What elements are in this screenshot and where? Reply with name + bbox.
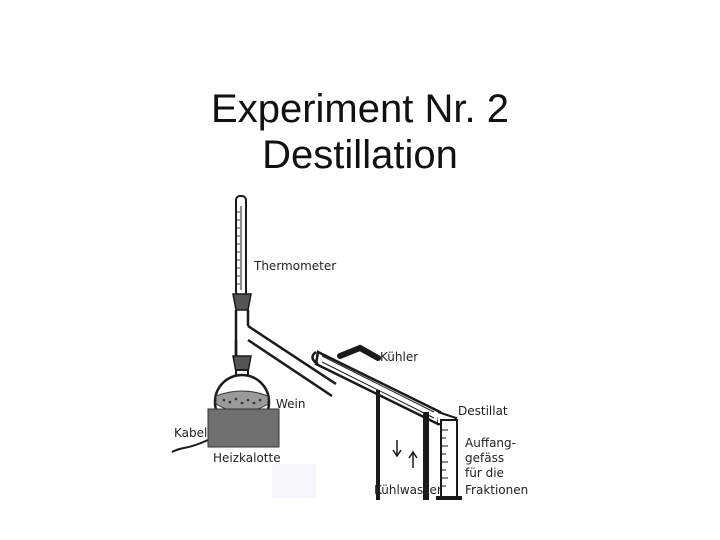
label-heating-mantle: Heizkalotte — [213, 451, 281, 465]
heating-mantle — [207, 408, 280, 448]
label-condenser: Kühler — [380, 350, 418, 364]
label-collector-line-2: gefäss — [465, 451, 504, 465]
cooling-water-hoses — [376, 390, 429, 500]
label-collector-line-4: Fraktionen — [465, 483, 528, 497]
title-line-1: Experiment Nr. 2 — [211, 87, 509, 131]
blank-square — [272, 464, 316, 498]
label-wine: Wein — [276, 397, 305, 411]
label-cable: Kabel — [174, 426, 207, 440]
slide-title: Experiment Nr. 2 Destillation — [0, 86, 720, 178]
collection-cylinder — [436, 419, 462, 500]
label-distillate: Destillat — [458, 404, 508, 418]
label-cooling-water: Kühlwasser — [374, 483, 442, 497]
label-thermometer: Thermometer — [253, 259, 336, 273]
distillation-head — [234, 310, 337, 398]
cable — [171, 439, 209, 453]
condenser — [311, 344, 458, 426]
label-collector-line-3: für die — [465, 466, 504, 480]
stopper-top — [232, 293, 252, 311]
title-line-2: Destillation — [262, 133, 458, 177]
label-collector-line-1: Auffang- — [465, 436, 516, 450]
thermometer — [235, 195, 247, 297]
